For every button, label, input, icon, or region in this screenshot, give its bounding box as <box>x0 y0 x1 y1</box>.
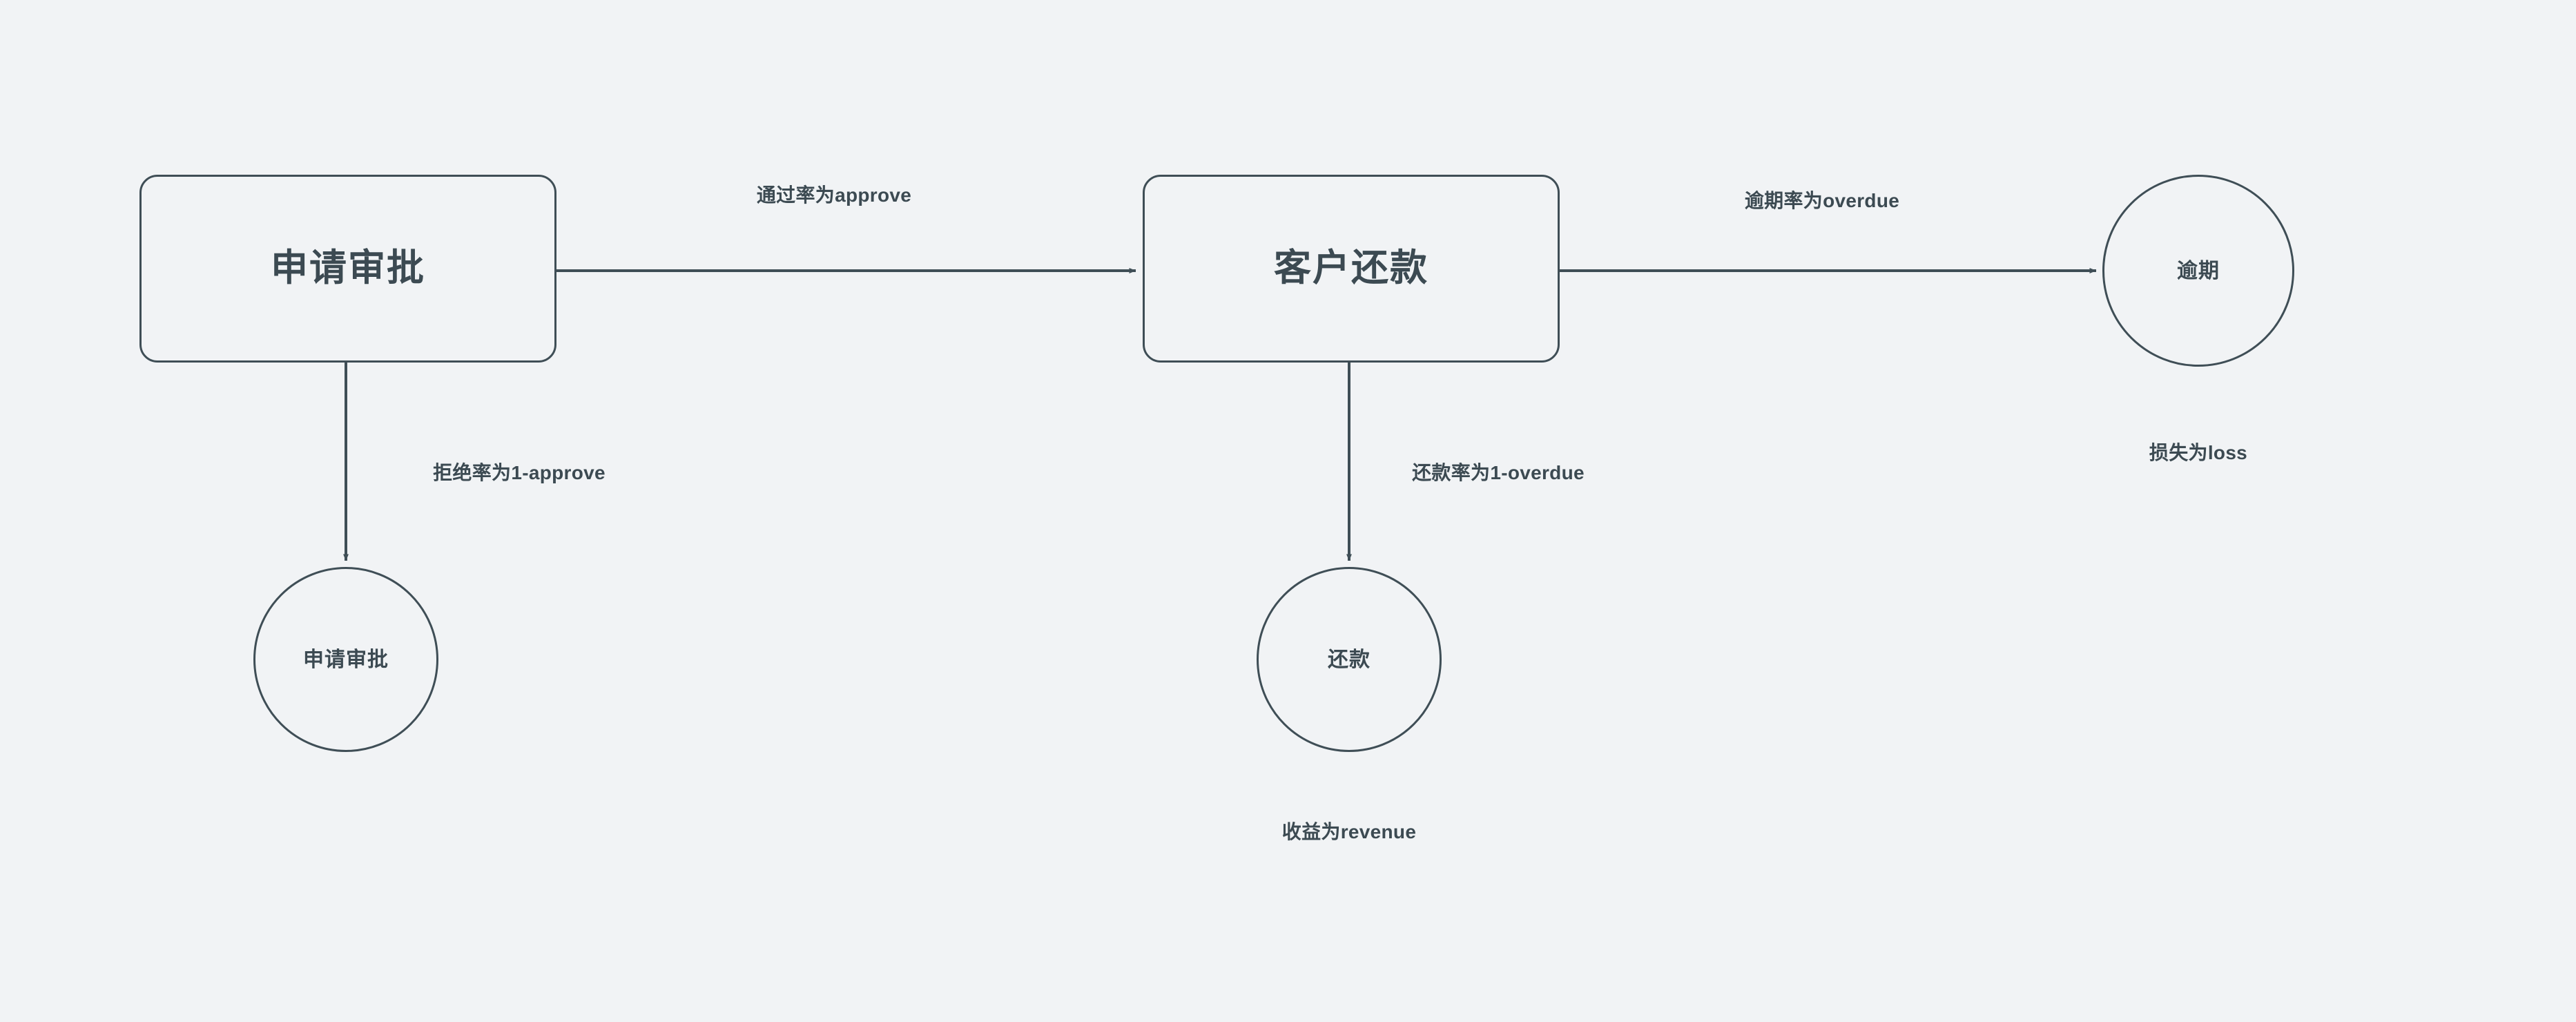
edge-label-reject: 拒绝率为1-approve <box>433 462 606 483</box>
node-repay-label: 还款 <box>1328 648 1371 671</box>
edge-label-approve: 通过率为approve <box>756 184 912 206</box>
caption-revenue: 收益为revenue <box>1281 821 1417 842</box>
node-overdue-label: 逾期 <box>2177 259 2220 282</box>
node-customer-repay-label: 客户还款 <box>1274 247 1429 289</box>
caption-loss: 损失为loss <box>2149 442 2248 463</box>
edge-label-repay: 还款率为1-overdue <box>1412 462 1585 483</box>
node-reject[interactable]: 申请审批 <box>253 567 438 752</box>
node-apply-review-label: 申请审批 <box>271 247 425 289</box>
node-apply-review[interactable]: 申请审批 <box>139 175 556 363</box>
node-repay[interactable]: 还款 <box>1257 567 1442 752</box>
node-overdue[interactable]: 逾期 <box>2102 175 2294 367</box>
node-customer-repay[interactable]: 客户还款 <box>1143 175 1560 363</box>
node-reject-label: 申请审批 <box>303 648 389 671</box>
edge-label-overdue: 逾期率为overdue <box>1744 190 1900 211</box>
